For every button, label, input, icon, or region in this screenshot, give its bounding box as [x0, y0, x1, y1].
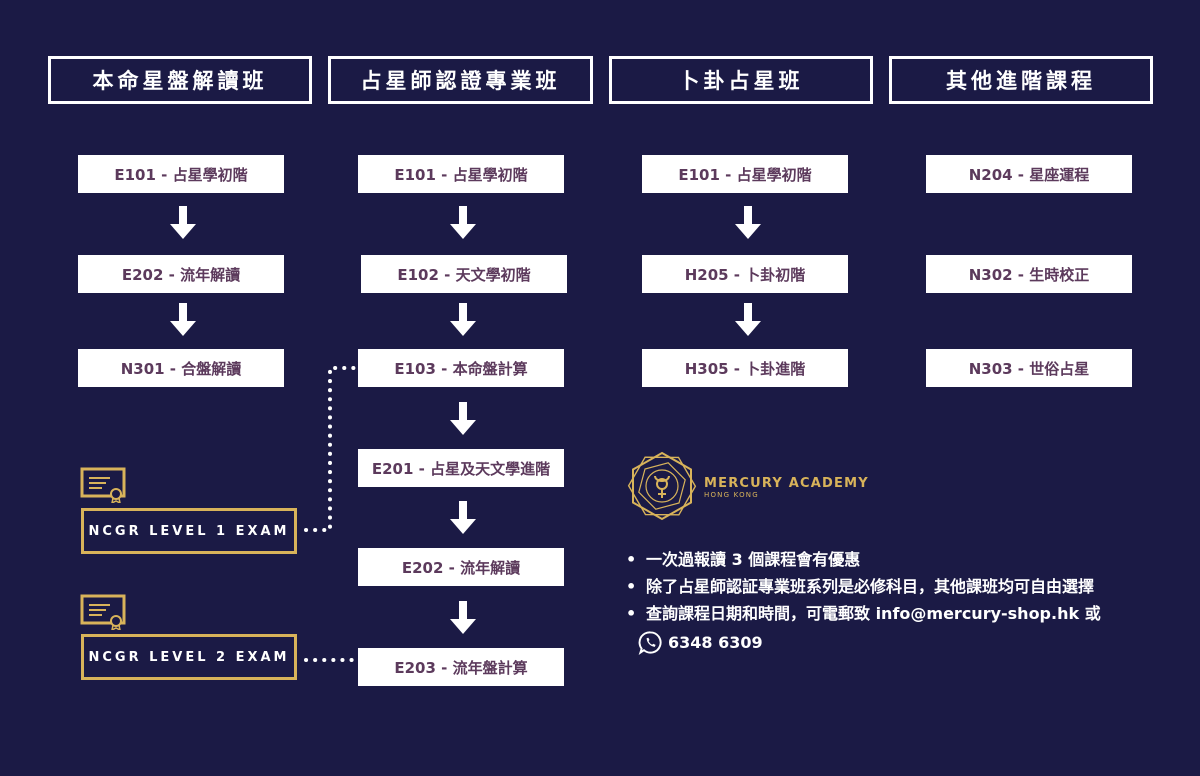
phone-contact: 6348 6309	[638, 630, 763, 655]
course-box: H205 - 卜卦初階	[642, 255, 848, 293]
down-arrow-icon	[170, 303, 196, 336]
course-box: E101 - 占星學初階	[78, 155, 284, 193]
dotted-connector-level-1	[304, 366, 358, 532]
down-arrow-icon	[170, 206, 196, 239]
certificate-icon	[80, 594, 126, 630]
course-box: N302 - 生時校正	[926, 255, 1132, 293]
course-box: E101 - 占星學初階	[358, 155, 564, 193]
notes-list: 一次過報讀 3 個課程會有優惠 除了占星師認証專業班系列是必修科目，其他課班均可…	[626, 546, 1101, 627]
course-box: E202 - 流年解讀	[358, 548, 564, 586]
course-box: H305 - 卜卦進階	[642, 349, 848, 387]
down-arrow-icon	[450, 501, 476, 534]
column-header-certification: 占星師認證專業班	[328, 56, 593, 104]
column-header-horary: 卜卦占星班	[609, 56, 873, 104]
down-arrow-icon	[735, 303, 761, 336]
exam-level-1: NCGR LEVEL 1 EXAM	[81, 508, 297, 554]
down-arrow-icon	[450, 402, 476, 435]
down-arrow-icon	[735, 206, 761, 239]
exam-level-2: NCGR LEVEL 2 EXAM	[81, 634, 297, 680]
note-item: 查詢課程日期和時間，可電郵致 info@mercury-shop.hk 或	[626, 600, 1101, 627]
phone-number: 6348 6309	[668, 633, 763, 652]
down-arrow-icon	[450, 601, 476, 634]
certificate-icon	[80, 467, 126, 503]
column-header-natal: 本命星盤解讀班	[48, 56, 312, 104]
dotted-connector-level-2	[304, 658, 358, 662]
down-arrow-icon	[450, 303, 476, 336]
course-box: E103 - 本命盤計算	[358, 349, 564, 387]
down-arrow-icon	[450, 206, 476, 239]
whatsapp-icon	[638, 631, 662, 655]
mercury-logo-icon	[627, 451, 697, 521]
course-box: E102 - 天文學初階	[361, 255, 567, 293]
course-box: N301 - 合盤解讀	[78, 349, 284, 387]
note-item: 除了占星師認証專業班系列是必修科目，其他課班均可自由選擇	[626, 573, 1101, 600]
course-box: E201 - 占星及天文學進階	[358, 449, 564, 487]
course-box: N303 - 世俗占星	[926, 349, 1132, 387]
brand-subtitle: HONG KONG	[704, 491, 759, 499]
brand-name: MERCURY ACADEMY	[704, 476, 869, 491]
column-header-advanced: 其他進階課程	[889, 56, 1153, 104]
course-box: E202 - 流年解讀	[78, 255, 284, 293]
note-item: 一次過報讀 3 個課程會有優惠	[626, 546, 1101, 573]
course-box: E203 - 流年盤計算	[358, 648, 564, 686]
course-box: N204 - 星座運程	[926, 155, 1132, 193]
course-box: E101 - 占星學初階	[642, 155, 848, 193]
